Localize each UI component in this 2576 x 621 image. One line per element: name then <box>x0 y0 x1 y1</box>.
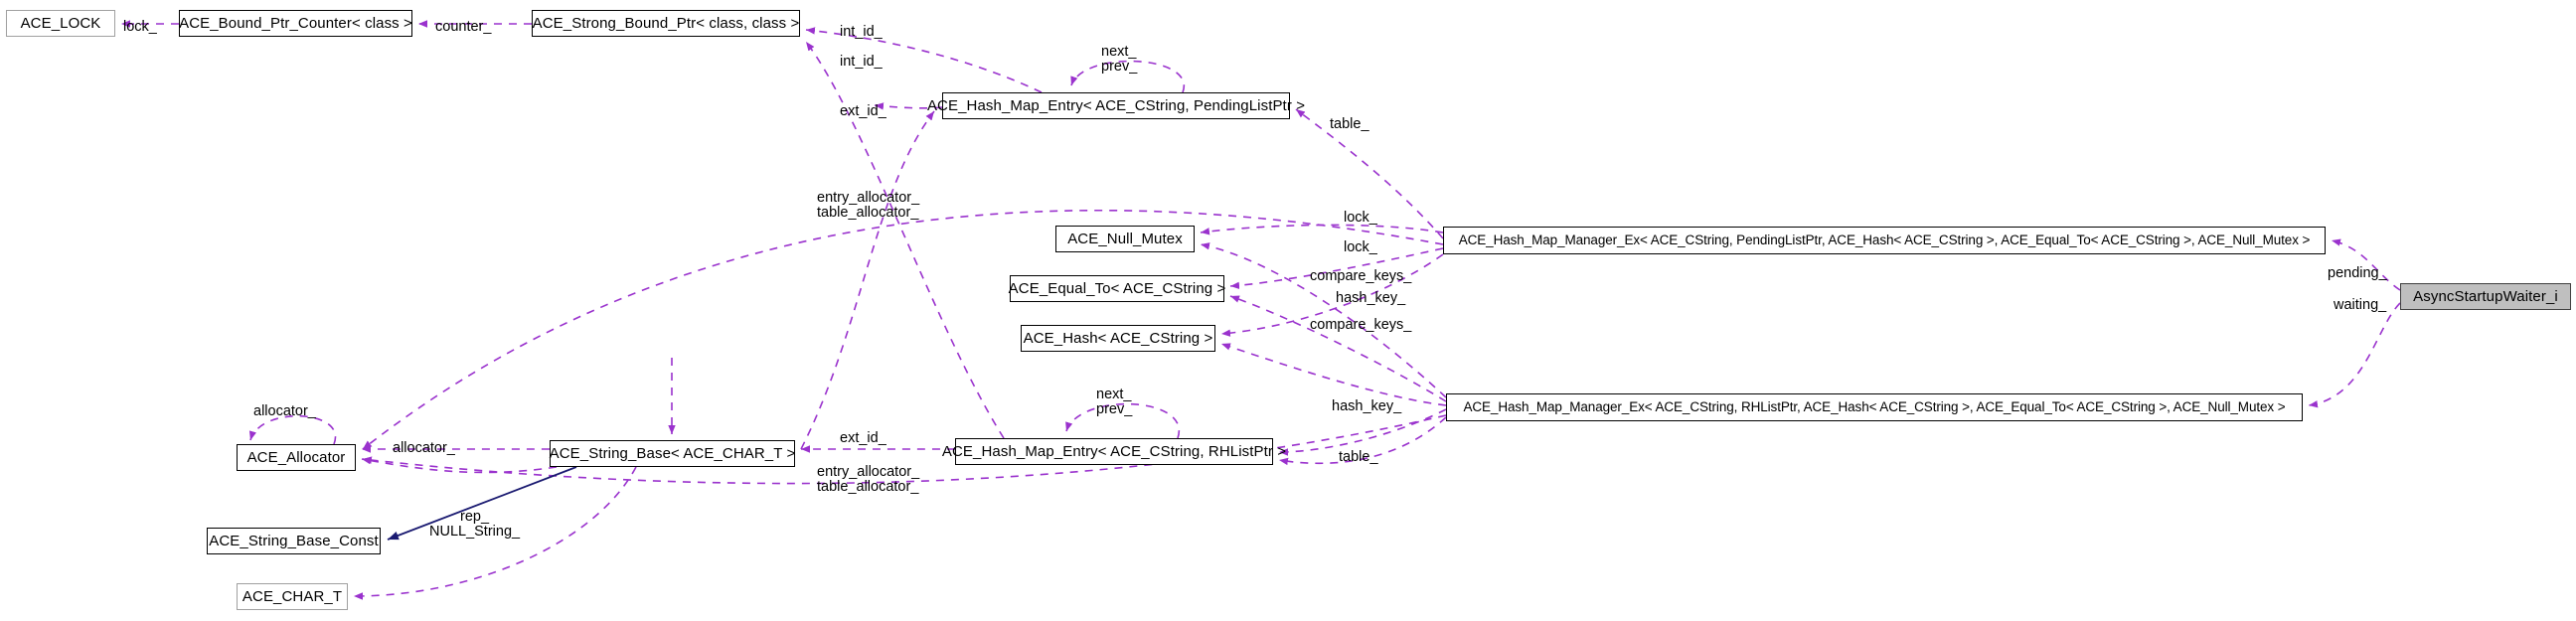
node-asyncstartupwaiter-i[interactable]: AsyncStartupWaiter_i <box>2400 283 2571 310</box>
edge-label-table-pending: table_ <box>1330 116 1369 132</box>
node-ace-hash-map-manager-ex-pendinglistptr[interactable]: ACE_Hash_Map_Manager_Ex< ACE_CString, Pe… <box>1443 227 2326 254</box>
edge-label-allocator-string-base: allocator_ <box>393 440 455 456</box>
edge-hash-key-mgr-pending-to-hash <box>1220 253 1444 337</box>
edge-int-id-pending-to-strong-ptr <box>805 27 1043 93</box>
node-ace-hash-map-manager-ex-rhlistptr[interactable]: ACE_Hash_Map_Manager_Ex< ACE_CString, RH… <box>1446 393 2303 421</box>
node-label: ACE_Hash_Map_Entry< ACE_CString, Pending… <box>926 97 1306 114</box>
node-label: ACE_Strong_Bound_Ptr< class, class > <box>532 15 800 32</box>
edge-label-lock-a: lock_ <box>1344 210 1377 226</box>
edge-waiting-waiter-to-mgr-rh <box>2308 302 2401 408</box>
edge-label-ext-id-lower: ext_id_ <box>840 430 886 446</box>
edge-compare-keys-mgr-pending-to-equal-to <box>1229 247 1444 289</box>
edge-label-int-id-lower: int_id_ <box>840 54 883 70</box>
edge-table-mgr-rh-to-entry-rh <box>1278 408 1447 456</box>
node-label: ACE_Hash< ACE_CString > <box>1023 330 1213 347</box>
node-ace-char-t[interactable]: ACE_CHAR_T <box>237 583 348 610</box>
edge-allocator-self-loop <box>248 414 337 445</box>
edge-label-waiting: waiting_ <box>2334 297 2387 313</box>
edge-string-base-to-entry-pending <box>800 110 935 450</box>
node-ace-hash-map-entry-rhlistptr[interactable]: ACE_Hash_Map_Entry< ACE_CString, RHListP… <box>942 438 1286 465</box>
edge-allocators-mgr-pending-to-allocator <box>362 209 1444 450</box>
node-ace-bound-ptr-counter[interactable]: ACE_Bound_Ptr_Counter< class > <box>179 10 412 37</box>
edge-next-prev-pending <box>1070 60 1186 93</box>
edge-label-hash-key-lower: hash_key_ <box>1332 398 1402 414</box>
node-ace-hash-acecstring[interactable]: ACE_Hash< ACE_CString > <box>1021 325 1215 352</box>
node-label: ACE_String_Base_Const <box>209 533 379 549</box>
edge-label-int-id-upper: int_id_ <box>840 24 883 40</box>
node-label: ACE_Equal_To< ACE_CString > <box>1008 280 1226 297</box>
edge-pending-waiter-to-mgr-pending <box>2331 238 2401 291</box>
edge-rep-null-string-to-char-t <box>353 466 637 600</box>
node-ace-null-mutex[interactable]: ACE_Null_Mutex <box>1055 226 1195 252</box>
edge-label-compare-keys-lower: compare_keys_ <box>1310 317 1412 333</box>
edge-label-allocator-self: allocator_ <box>253 403 316 419</box>
edge-label-ext-id-upper: ext_id_ <box>840 103 886 119</box>
node-ace-equal-to-acecstring[interactable]: ACE_Equal_To< ACE_CString > <box>1008 275 1226 302</box>
edge-label-allocators-lower: entry_allocator_ table_allocator_ <box>817 464 920 495</box>
node-label: ACE_Allocator <box>246 449 346 466</box>
edge-label-pending: pending_ <box>2328 265 2387 281</box>
edge-label-hash-key-upper: hash_key_ <box>1336 290 1406 306</box>
edge-label-table-rh: table_ <box>1339 449 1378 465</box>
node-label: ACE_Hash_Map_Entry< ACE_CString, RHListP… <box>941 443 1287 460</box>
edge-inherit-string-base-to-const <box>387 466 577 541</box>
node-ace-string-base-acechart[interactable]: ACE_String_Base< ACE_CHAR_T > <box>550 440 795 467</box>
node-label: ACE_Hash_Map_Manager_Ex< ACE_CString, RH… <box>1463 399 2286 415</box>
node-ace-strong-bound-ptr[interactable]: ACE_Strong_Bound_Ptr< class, class > <box>532 10 800 37</box>
edge-label-lock-b: lock_ <box>1344 239 1377 255</box>
edge-allocator-second-to-allocator <box>361 456 558 474</box>
node-label: ACE_CHAR_T <box>242 588 343 605</box>
node-label: ACE_String_Base< ACE_CHAR_T > <box>549 445 796 462</box>
edge-next-prev-rh <box>1065 402 1181 439</box>
edge-label-rep-null-string: rep_ NULL_String_ <box>429 509 521 540</box>
node-label: AsyncStartupWaiter_i <box>2413 288 2558 305</box>
edge-compare-keys-mgr-rh-to-equal-to <box>1229 295 1447 402</box>
node-label: ACE_Null_Mutex <box>1067 231 1183 247</box>
node-label: ACE_Bound_Ptr_Counter< class > <box>179 15 412 32</box>
edge-table-mgr-pending-to-entry <box>1295 108 1444 239</box>
edge-label-counter: counter_ <box>435 19 492 35</box>
edge-label-next-prev-pending: next_ prev_ <box>1101 44 1138 75</box>
edge-table2-mgr-rh-to-entry-rh <box>1278 416 1447 466</box>
node-ace-allocator[interactable]: ACE_Allocator <box>237 444 356 471</box>
node-label: ACE_Hash_Map_Manager_Ex< ACE_CString, Pe… <box>1458 233 2311 248</box>
node-ace-string-base-const[interactable]: ACE_String_Base_Const <box>207 528 381 554</box>
edge-lock-mgr-pending-to-null-mutex <box>1200 224 1444 235</box>
edge-label-compare-keys-upper: compare_keys_ <box>1310 268 1412 284</box>
edge-label-next-prev-rh: next_ prev_ <box>1096 387 1133 417</box>
edge-lock-mgr-rh-to-null-mutex <box>1200 242 1447 398</box>
node-label: ACE_LOCK <box>20 15 101 32</box>
node-ace-lock[interactable]: ACE_LOCK <box>6 10 115 37</box>
node-ace-hash-map-entry-pendinglistptr[interactable]: ACE_Hash_Map_Entry< ACE_CString, Pending… <box>927 92 1305 119</box>
edge-hash-key-mgr-rh-to-hash <box>1220 343 1447 406</box>
edge-label-allocators-upper: entry_allocator_ table_allocator_ <box>817 190 920 221</box>
edge-label-lock: lock_ <box>123 19 157 35</box>
